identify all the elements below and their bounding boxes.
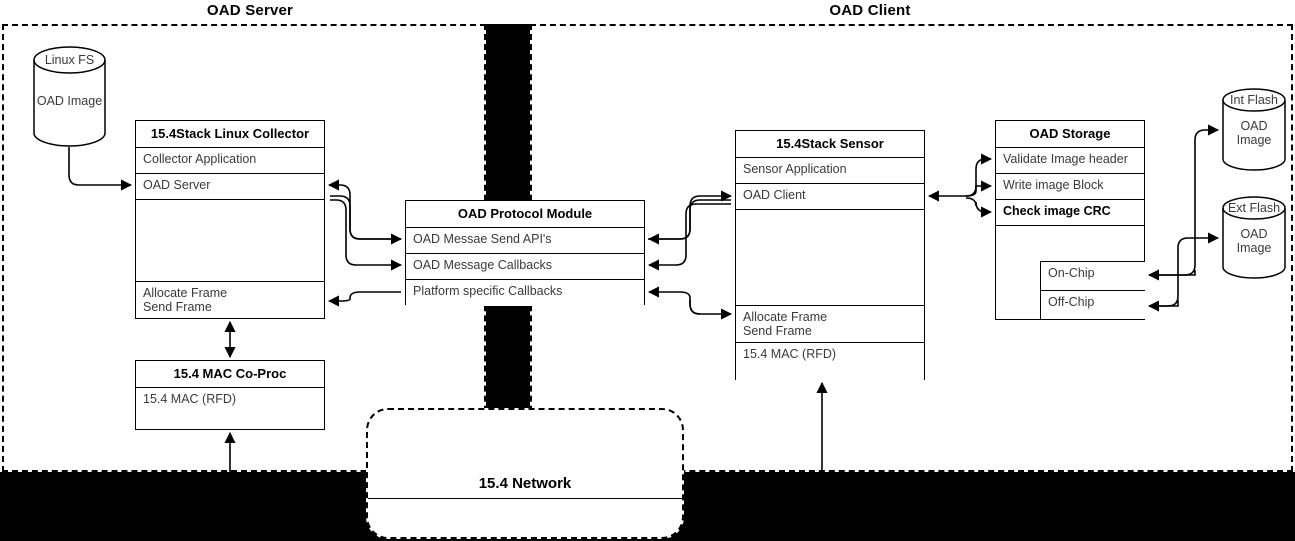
oad-storage-chip-on-chip: On-Chip — [1041, 262, 1145, 291]
sensor-box: 15.4Stack Sensor Sensor Application OAD … — [735, 130, 925, 381]
ext-flash-cylinder: Ext Flash OAD Image — [1222, 196, 1286, 279]
network-separator — [368, 498, 682, 499]
protocol-module-row-message-callbacks: OAD Message Callbacks — [406, 254, 644, 280]
collector-row-collector-application: Collector Application — [136, 148, 324, 174]
linux-fs-body-label: OAD Image — [36, 94, 103, 108]
protocol-module-box: OAD Protocol Module OAD Messae Send API'… — [405, 200, 645, 306]
mac-coproc-row-mac-rfd: 15.4 MAC (RFD) — [136, 388, 324, 429]
sensor-row-oad-client: OAD Client — [736, 184, 924, 210]
collector-row-oad-server: OAD Server — [136, 174, 324, 200]
int-flash-top-label: Int Flash — [1230, 93, 1278, 107]
oad-storage-row-write-image-block: Write image Block — [996, 174, 1144, 200]
int-flash-body-label: OAD Image — [1236, 119, 1272, 148]
oad-storage-row-validate-image-header: Validate Image header — [996, 148, 1144, 174]
client-region-outline — [530, 24, 1293, 472]
sensor-row-spacer — [736, 210, 924, 306]
ext-flash-top-label: Ext Flash — [1227, 201, 1281, 215]
collector-row-spacer — [136, 200, 324, 282]
int-flash-cylinder: Int Flash OAD Image — [1222, 88, 1286, 171]
collector-row-allocate-send-frame: Allocate Frame Send Frame — [136, 282, 324, 318]
ext-flash-body-label: OAD Image — [1236, 227, 1272, 256]
oad-storage-title: OAD Storage — [996, 121, 1144, 148]
collector-box: 15.4Stack Linux Collector Collector Appl… — [135, 120, 325, 319]
oad-storage-chip-group: On-Chip Off-Chip — [1040, 261, 1145, 320]
collector-title: 15.4Stack Linux Collector — [136, 121, 324, 148]
protocol-module-row-send-apis: OAD Messae Send API's — [406, 228, 644, 254]
protocol-module-row-platform-callbacks: Platform specific Callbacks — [406, 280, 644, 306]
oad-storage-row-check-image-crc: Check image CRC — [996, 200, 1144, 226]
region-title-oad-client: OAD Client — [829, 2, 911, 19]
network-label: 15.4 Network — [478, 475, 572, 492]
sensor-title: 15.4Stack Sensor — [736, 131, 924, 158]
linux-fs-top-label: Linux FS — [44, 53, 95, 67]
server-region-outline — [2, 24, 486, 472]
linux-fs-cylinder: Linux FS OAD Image — [33, 46, 106, 147]
sensor-row-mac-rfd: 15.4 MAC (RFD) — [736, 343, 924, 381]
sensor-row-allocate-send-frame: Allocate Frame Send Frame — [736, 306, 924, 343]
sensor-row-sensor-application: Sensor Application — [736, 158, 924, 184]
protocol-module-title: OAD Protocol Module — [406, 201, 644, 228]
network-box: 15.4 Network — [366, 408, 684, 539]
mac-coproc-box: 15.4 MAC Co-Proc 15.4 MAC (RFD) — [135, 360, 325, 430]
oad-storage-chip-off-chip: Off-Chip — [1041, 291, 1145, 319]
mac-coproc-title: 15.4 MAC Co-Proc — [136, 361, 324, 388]
region-title-oad-server: OAD Server — [206, 2, 294, 19]
